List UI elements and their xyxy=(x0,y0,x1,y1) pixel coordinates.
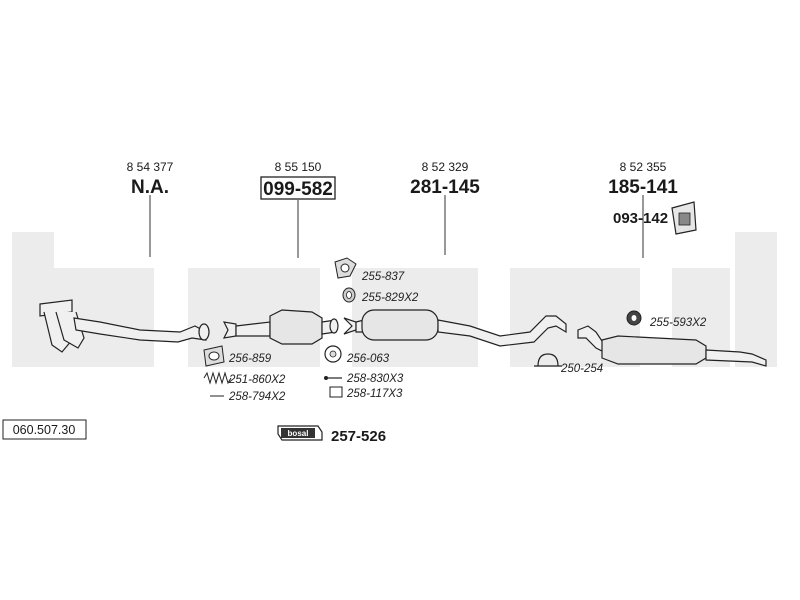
accessory-8[interactable]: 258-117X3 xyxy=(346,388,403,400)
accessory-4[interactable]: 256-063 xyxy=(346,353,390,365)
kit-part-number[interactable]: 257-526 xyxy=(331,428,386,445)
leader-lines xyxy=(149,195,644,258)
gasket-icon-2[interactable] xyxy=(203,345,225,367)
accessory-6[interactable]: 258-830X3 xyxy=(346,373,404,385)
accessory-1[interactable]: 255-837 xyxy=(361,271,405,283)
bolt-icon-1[interactable] xyxy=(324,376,342,380)
part-number-3[interactable]: 281-145 xyxy=(410,177,480,198)
rear-silencer-part[interactable] xyxy=(577,325,767,367)
clamp-icon-1[interactable] xyxy=(324,345,342,363)
part-box-2 xyxy=(260,176,336,200)
part-number-1[interactable]: N.A. xyxy=(131,177,169,198)
bosal-watermark xyxy=(12,232,777,367)
reference-box xyxy=(2,419,87,440)
accessory-10[interactable]: 255-593X2 xyxy=(649,317,707,329)
oe-number-2: 8 55 150 xyxy=(275,160,322,174)
ring-icon-1[interactable] xyxy=(342,287,356,303)
oe-number-3: 8 52 329 xyxy=(422,160,469,174)
spring-icon[interactable] xyxy=(203,371,232,385)
rear-mount-icon[interactable] xyxy=(671,201,697,235)
nut-icon[interactable] xyxy=(329,386,343,398)
front-pipe-part[interactable] xyxy=(39,299,210,353)
mount-part-number[interactable]: 093-142 xyxy=(613,210,668,227)
clamp-icon-2[interactable] xyxy=(534,353,562,367)
kit-brand: bosal xyxy=(288,429,309,438)
accessory-9[interactable]: 250-254 xyxy=(560,363,603,375)
oe-number-4: 8 52 355 xyxy=(620,160,667,174)
part-number-2[interactable]: 099-582 xyxy=(263,179,333,200)
rubber-mount-icon[interactable] xyxy=(626,310,642,326)
accessory-2[interactable]: 255-829X2 xyxy=(361,292,419,304)
accessory-7[interactable]: 258-794X2 xyxy=(228,391,286,403)
catalytic-converter-part[interactable] xyxy=(222,309,339,345)
accessory-3[interactable]: 256-859 xyxy=(228,353,272,365)
reference-number: 060.507.30 xyxy=(13,423,76,437)
accessory-5[interactable]: 251-860X2 xyxy=(228,374,286,386)
part-number-4[interactable]: 185-141 xyxy=(608,177,678,198)
gasket-icon-1[interactable] xyxy=(334,257,357,279)
oe-number-1: 8 54 377 xyxy=(127,160,174,174)
kit-box[interactable]: bosal xyxy=(277,425,323,441)
middle-silencer-part[interactable] xyxy=(343,309,567,347)
